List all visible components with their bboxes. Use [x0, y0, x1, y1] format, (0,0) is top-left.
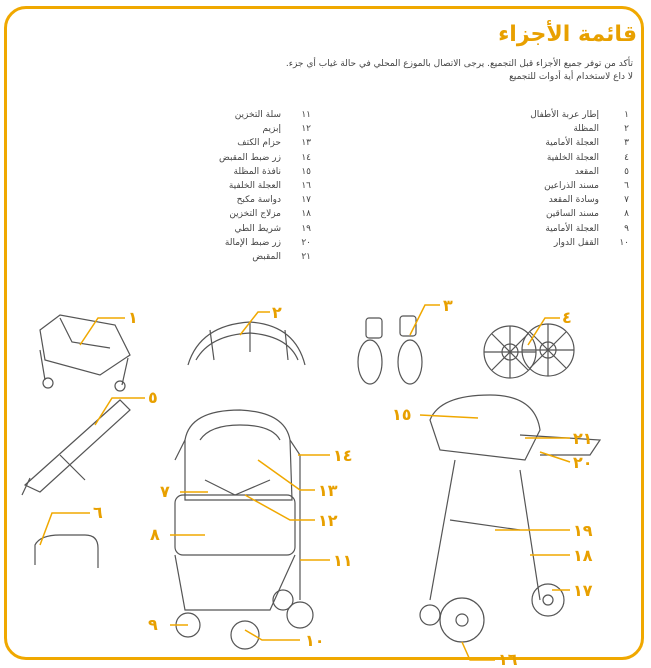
callout-21: ٢١	[573, 429, 593, 448]
callout-5: ٥	[148, 388, 158, 407]
callout-numbers: ١ ٢ ٣ ٤ ٥ ٦ ٧ ٨ ٩ ١٠ ١١ ١٢ ١٣ ١٤ ١٥ ١٦ ١…	[93, 296, 593, 668]
callout-1: ١	[128, 308, 138, 327]
intro-line-2: لا داع لاستخدام أية أدوات للتجميع	[509, 72, 633, 82]
intro-line-1: تأكد من توفر جميع الأجزاء قبل التجميع. ي…	[285, 59, 633, 69]
callout-11: ١١	[333, 551, 353, 570]
page-frame	[4, 6, 644, 660]
callout-19: ١٩	[573, 521, 593, 540]
intro-text: تأكد من توفر جميع الأجزاء قبل التجميع. ي…	[53, 58, 633, 84]
page-title: قائمة الأجزاء	[498, 22, 637, 47]
assembled-stroller-front-drawing	[174, 409, 314, 650]
callout-18: ١٨	[573, 546, 593, 565]
callout-17: ١٧	[573, 581, 593, 600]
canopy-drawing	[187, 321, 306, 366]
armrest-drawing	[34, 534, 99, 568]
callout-6: ٦	[93, 503, 103, 522]
seat-drawing	[21, 399, 131, 496]
callout-10: ١٠	[305, 631, 325, 650]
callout-9: ٩	[148, 615, 158, 634]
callout-lines	[39, 304, 571, 661]
callout-15: ١٥	[392, 405, 412, 424]
stroller-illustrations	[21, 314, 602, 650]
callout-2: ٢	[272, 303, 282, 322]
callout-13: ١٣	[318, 481, 338, 500]
rear-wheels-drawing	[483, 323, 575, 379]
callout-14: ١٤	[333, 446, 353, 465]
front-wheels-drawing	[357, 315, 423, 385]
callout-20: ٢٠	[573, 453, 593, 472]
callout-16: ١٦	[498, 650, 518, 668]
callout-8: ٨	[150, 525, 160, 544]
callout-12: ١٢	[318, 511, 338, 530]
callout-3: ٣	[443, 296, 453, 315]
callout-4: ٤	[562, 308, 572, 327]
stroller-frame-drawing	[39, 314, 131, 392]
callout-7: ٧	[160, 482, 170, 501]
